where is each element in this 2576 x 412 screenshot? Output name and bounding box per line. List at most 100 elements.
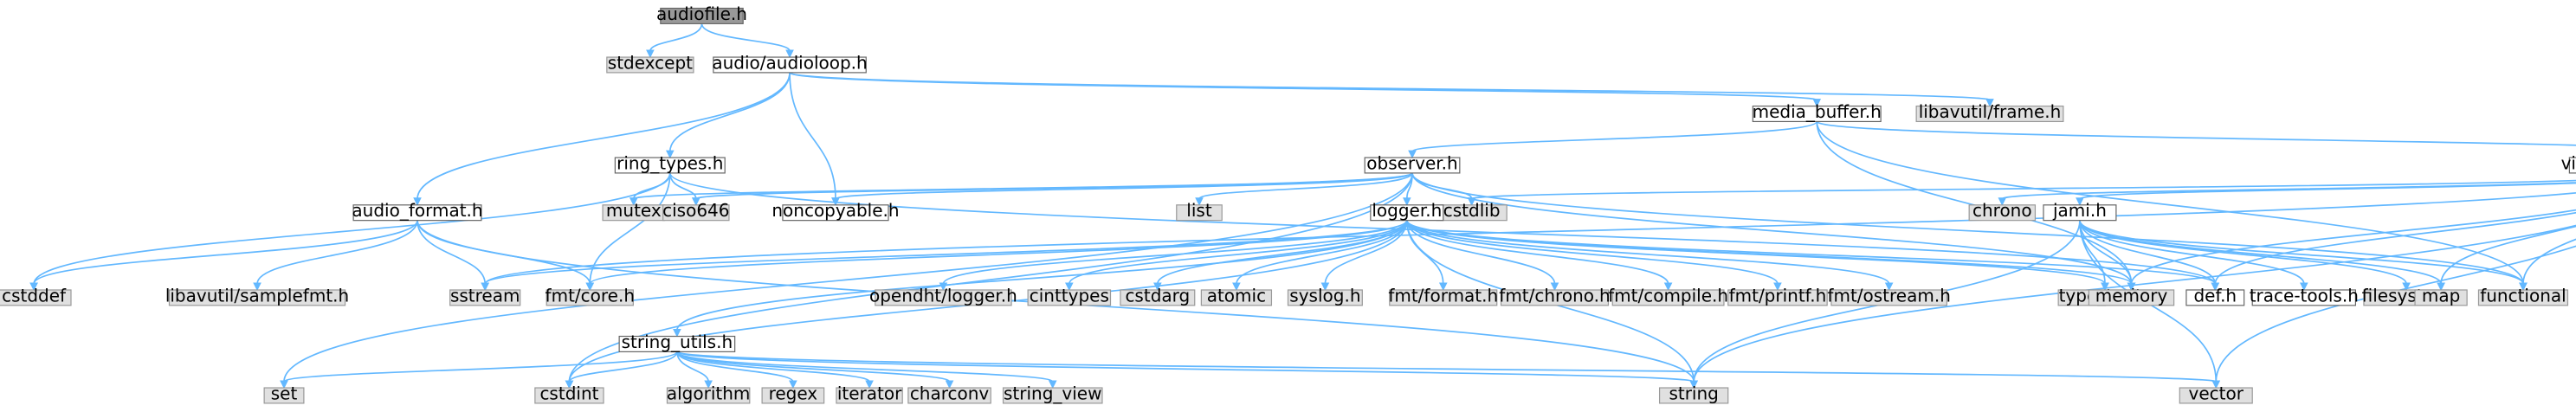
edge-media_buffer_h-to-observer_h bbox=[1408, 120, 1818, 159]
node-box bbox=[1002, 387, 1103, 404]
node-algorithm: algorithm bbox=[666, 383, 751, 404]
node-functional: functional bbox=[2477, 285, 2569, 306]
node-label: regex bbox=[769, 383, 818, 403]
node-string: string bbox=[1658, 383, 1729, 404]
node-box bbox=[1200, 289, 1273, 306]
edge-logger_h-to-def_h bbox=[1405, 220, 2220, 292]
node-box bbox=[1027, 289, 1112, 306]
node-box bbox=[1658, 387, 1729, 404]
edge-videomanager_interface_h-to-cstdlib bbox=[1467, 179, 2576, 206]
node-box bbox=[836, 387, 903, 404]
node-media-buffer-h[interactable]: media_buffer.h bbox=[1753, 101, 1882, 123]
node-label: list bbox=[1186, 200, 1212, 221]
node-label: stdexcept bbox=[608, 52, 693, 73]
node-list: list bbox=[1176, 200, 1223, 222]
node-label: cstddef bbox=[2, 285, 67, 306]
node-audioloop-h[interactable]: audio/audioloop.h bbox=[712, 52, 868, 74]
node-box bbox=[1500, 289, 1610, 306]
node-box bbox=[2185, 289, 2245, 306]
node-label: audio_format.h bbox=[352, 200, 482, 221]
node-label: logger.h bbox=[1372, 200, 1442, 221]
edge-jami_h-to-functional bbox=[2079, 220, 2528, 292]
node-box bbox=[1611, 289, 1725, 306]
edge-audiofile_h-to-stdexcept bbox=[646, 23, 703, 59]
node-box bbox=[761, 387, 825, 404]
node-box bbox=[263, 387, 305, 404]
node-logger-h[interactable]: logger.h bbox=[1370, 200, 1444, 222]
node-box bbox=[2414, 289, 2468, 306]
node-label: jami.h bbox=[2052, 200, 2107, 221]
node-box bbox=[2477, 289, 2569, 306]
node-label: vector bbox=[2189, 383, 2244, 403]
node-box bbox=[1176, 204, 1223, 222]
node-cstdlib: cstdlib bbox=[1436, 200, 1508, 222]
edge-logger_h-to-fmt_chrono_h bbox=[1405, 220, 1559, 292]
node-videomanager-interface-h[interactable]: videomanager_interface.h bbox=[2561, 152, 2576, 174]
node-label: algorithm bbox=[667, 383, 751, 403]
edge-logger_h-to-fmt_printf_h bbox=[1405, 220, 1782, 292]
node-label: functional bbox=[2480, 285, 2566, 306]
node-stdexcept: stdexcept bbox=[606, 52, 694, 74]
edge-ring_types_h-to-fmt_core_h bbox=[585, 172, 671, 292]
node-label: mutex bbox=[606, 200, 662, 221]
node-label: noncopyable.h bbox=[772, 200, 899, 221]
node-noncopyable-h[interactable]: noncopyable.h bbox=[772, 200, 900, 222]
node-sstream: sstream bbox=[449, 285, 521, 306]
edge-audioloop_h-to-libavutil_frame_h bbox=[789, 72, 1994, 107]
node-box bbox=[1915, 105, 2064, 123]
node-label: ring_types.h bbox=[617, 152, 723, 173]
node-box bbox=[1120, 289, 1196, 306]
node-box bbox=[1968, 204, 2037, 222]
edge-string_utils_h-to-string_view bbox=[676, 351, 1057, 389]
node-set: set bbox=[263, 383, 305, 404]
node-label: audio/audioloop.h bbox=[712, 52, 867, 73]
edge-layer bbox=[29, 23, 2576, 389]
node-chrono: chrono bbox=[1968, 200, 2037, 222]
node-label: syslog.h bbox=[1289, 285, 1360, 306]
node-string-utils-h[interactable]: string_utils.h bbox=[618, 332, 736, 352]
edge-string_utils_h-to-regex bbox=[676, 351, 797, 389]
node-label: fmt/chrono.h bbox=[1499, 285, 1610, 306]
node-label: libavutil/frame.h bbox=[1919, 101, 2062, 122]
node-box bbox=[907, 387, 991, 404]
node-opendht-logger-h: opendht/logger.h bbox=[869, 285, 1017, 306]
edge-string_utils_h-to-string bbox=[676, 351, 1698, 389]
node-box bbox=[618, 335, 736, 352]
node-label: cstdarg bbox=[1125, 285, 1190, 306]
edge-media_buffer_h-to-functional bbox=[1816, 121, 2528, 292]
node-label: observer.h bbox=[1366, 152, 1457, 173]
node-observer-h[interactable]: observer.h bbox=[1364, 152, 1461, 174]
node-label: opendht/logger.h bbox=[869, 285, 1017, 306]
node-label: sstream bbox=[450, 285, 520, 306]
node-box bbox=[875, 289, 1012, 306]
edge-ring_types_h-to-cstddef bbox=[29, 172, 671, 292]
node-label: memory bbox=[2095, 285, 2168, 306]
node-box bbox=[782, 204, 889, 222]
edge-string_utils_h-to-set bbox=[280, 351, 678, 389]
node-audiofile-h[interactable]: audiofile.h bbox=[656, 3, 747, 24]
node-syslog-h: syslog.h bbox=[1287, 285, 1363, 306]
node-box bbox=[1727, 289, 1828, 306]
node-jami-h[interactable]: jami.h bbox=[2043, 200, 2117, 222]
node-box bbox=[168, 289, 346, 306]
node-def-h[interactable]: def.h bbox=[2185, 285, 2245, 306]
node-box bbox=[1287, 289, 1363, 306]
node-label: fmt/printf.h bbox=[1729, 285, 1827, 306]
node-box bbox=[2088, 289, 2175, 306]
node-layer: audiofile.h stdexcept audio/audioloop.h med… bbox=[0, 3, 2576, 404]
node-box bbox=[2179, 387, 2253, 404]
node-trace-tools-h[interactable]: trace-tools.h bbox=[2250, 285, 2359, 306]
edge-logger_h-to-cstdarg bbox=[1153, 220, 1408, 292]
node-atomic: atomic bbox=[1200, 285, 1273, 306]
node-label: cstdint bbox=[539, 383, 598, 403]
edge-videomanager_interface_h-to-chrono bbox=[1998, 182, 2576, 206]
node-label: cinttypes bbox=[1030, 285, 1109, 306]
node-fmt-core-h: fmt/core.h bbox=[546, 285, 635, 306]
node-box bbox=[666, 387, 751, 404]
node-label: charconv bbox=[910, 383, 990, 403]
node-ring-types-h[interactable]: ring_types.h bbox=[614, 152, 726, 174]
node-audio-format-h[interactable]: audio_format.h bbox=[352, 200, 483, 222]
edge-logger_h-to-syslog_h bbox=[1320, 220, 1408, 292]
node-label: map bbox=[2422, 285, 2460, 306]
node-cstdarg: cstdarg bbox=[1120, 285, 1196, 306]
